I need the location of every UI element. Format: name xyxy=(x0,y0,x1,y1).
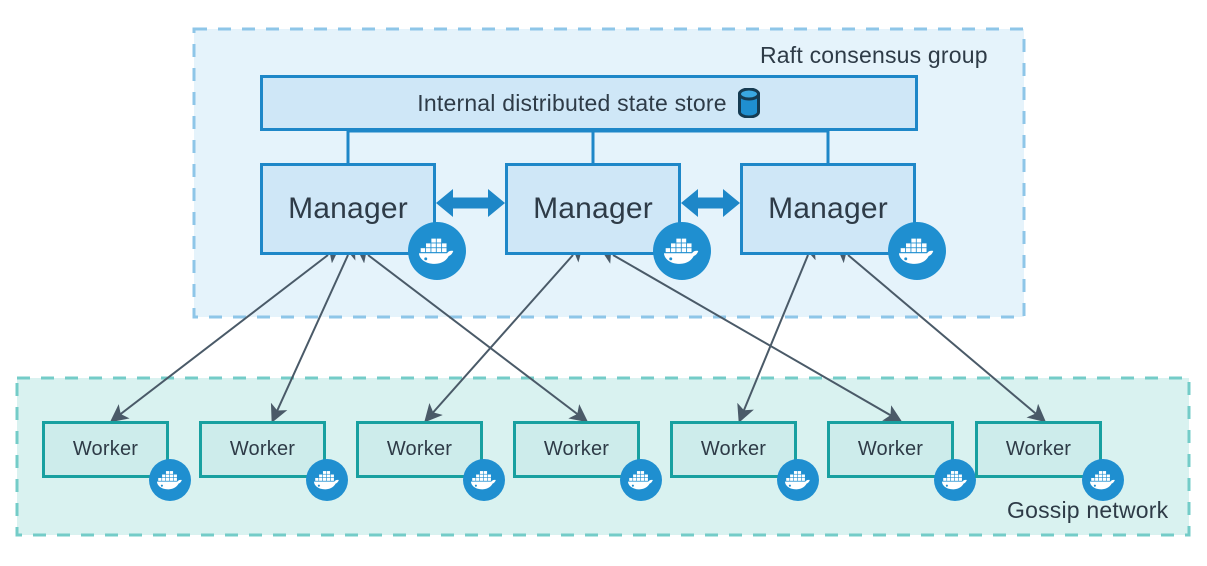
worker-manager-link-7 xyxy=(835,244,1047,423)
docker-whale-icon xyxy=(463,459,505,501)
worker-node-4[interactable]: Worker xyxy=(513,421,640,478)
worker-manager-link-4 xyxy=(355,245,589,423)
manager-label: Manager xyxy=(768,192,888,225)
worker-manager-link-2 xyxy=(270,240,356,423)
manager-peer-link-1 xyxy=(436,189,505,217)
worker-node-1[interactable]: Worker xyxy=(42,421,169,478)
docker-whale-icon xyxy=(934,459,976,501)
state-store-label: Internal distributed state store xyxy=(417,89,727,116)
group-label-gossip: Gossip network xyxy=(1007,497,1169,523)
manager-peer-link-2 xyxy=(681,189,740,217)
worker-node-3[interactable]: Worker xyxy=(356,421,483,478)
worker-node-7[interactable]: Worker xyxy=(975,421,1102,478)
worker-label: Worker xyxy=(543,438,610,460)
worker-manager-link-5 xyxy=(737,240,816,423)
docker-whale-icon xyxy=(306,459,348,501)
manager-label: Manager xyxy=(288,192,408,225)
database-cylinder-icon xyxy=(737,87,761,119)
worker-manager-link-3 xyxy=(424,243,584,423)
worker-label: Worker xyxy=(386,438,453,460)
docker-whale-icon xyxy=(653,222,711,280)
manager-node-2[interactable]: Manager xyxy=(505,163,681,255)
manager-node-3[interactable]: Manager xyxy=(740,163,916,255)
worker-node-6[interactable]: Worker xyxy=(827,421,954,478)
docker-whale-icon xyxy=(777,459,819,501)
worker-label: Worker xyxy=(1005,438,1072,460)
worker-label: Worker xyxy=(72,438,139,460)
worker-label: Worker xyxy=(857,438,924,460)
docker-whale-icon xyxy=(620,459,662,501)
docker-whale-icon xyxy=(888,222,946,280)
manager-node-1[interactable]: Manager xyxy=(260,163,436,255)
manager-label: Manager xyxy=(533,192,653,225)
docker-whale-icon xyxy=(1082,459,1124,501)
group-label-raft: Raft consensus group xyxy=(760,42,988,68)
worker-label: Worker xyxy=(229,438,296,460)
worker-manager-link-1 xyxy=(109,245,341,423)
worker-node-5[interactable]: Worker xyxy=(670,421,797,478)
state-store-box[interactable]: Internal distributed state store xyxy=(260,75,918,131)
worker-node-2[interactable]: Worker xyxy=(199,421,326,478)
docker-whale-icon xyxy=(149,459,191,501)
worker-manager-link-6 xyxy=(599,246,903,423)
worker-label: Worker xyxy=(700,438,767,460)
docker-whale-icon xyxy=(408,222,466,280)
